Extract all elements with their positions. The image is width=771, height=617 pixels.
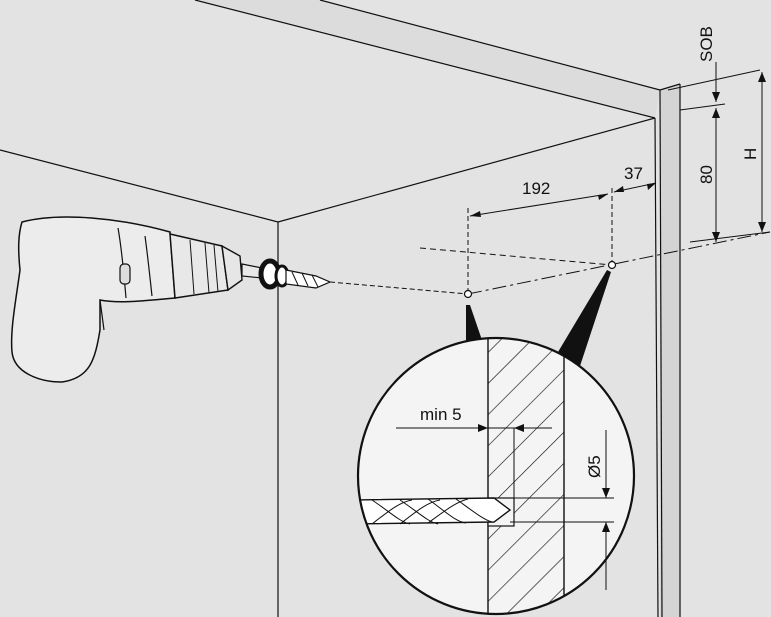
detail-circle: min 5 Ø5	[356, 336, 636, 616]
label-dia-5: Ø5	[585, 455, 604, 478]
label-192: 192	[522, 179, 550, 198]
panel-front-edge	[659, 89, 663, 617]
top-panel-edge	[194, 0, 656, 119]
panel-top-edge	[659, 83, 681, 91]
label-min-5: min 5	[420, 405, 462, 424]
top-back-edge	[277, 117, 656, 223]
label-80: 80	[697, 165, 716, 184]
back-wall-edge	[0, 149, 279, 223]
callout-pointer-2	[558, 270, 611, 366]
dimension-37: 37	[613, 164, 657, 193]
vertical-dimensions: SOB 80 H	[667, 26, 771, 243]
hole-line	[419, 188, 771, 299]
detail-drill-bit	[358, 497, 512, 525]
hole-marker-2	[607, 260, 617, 270]
drill-path-line	[329, 281, 469, 295]
panel-inner-edge	[654, 117, 659, 617]
drill-bit	[258, 258, 332, 290]
hatched-panel-section	[488, 338, 564, 614]
side-panel-edge	[660, 84, 680, 617]
drill-icon	[10, 216, 263, 383]
hole-marker-1	[463, 289, 473, 299]
callout-pointer-1	[466, 305, 484, 346]
label-sob: SOB	[697, 26, 716, 62]
dimension-192: 192	[469, 179, 609, 217]
label-h: H	[741, 148, 760, 160]
label-37: 37	[624, 164, 643, 183]
top-panel-edge-2	[319, 0, 661, 91]
